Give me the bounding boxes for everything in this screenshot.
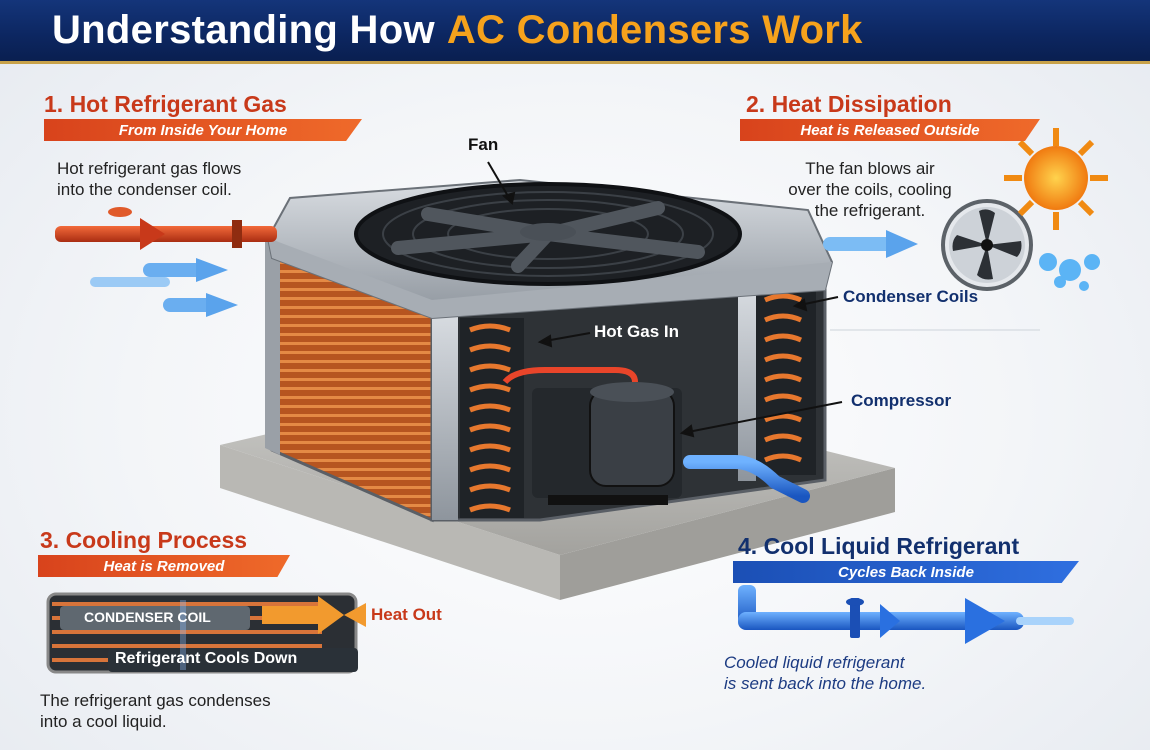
title-accent-text: AC Condensers Work [446, 8, 863, 52]
step3-description: The refrigerant gas condenses into a coo… [40, 690, 271, 732]
refrigerant-cools-label: Refrigerant Cools Down [115, 650, 298, 667]
step1-description: Hot refrigerant gas flows into the conde… [57, 158, 241, 200]
step4-title: 4. Cool Liquid Refrigerant [738, 533, 1020, 559]
coil-loops-right [763, 293, 803, 463]
step1-desc-line: into the condenser coil. [57, 180, 232, 199]
heat-out-label: Heat Out [371, 605, 442, 624]
step2-desc-line: the refrigerant. [814, 201, 926, 220]
leader-lines [487, 161, 843, 438]
step2-desc-line: The fan blows air [805, 159, 935, 178]
return-pipe [738, 585, 1074, 644]
fan-label: Fan [468, 135, 499, 154]
step3-ribbon: Heat is Removed [38, 555, 290, 577]
hot-gas-pipe [502, 367, 638, 385]
step2-description: The fan blows air over the coils, coolin… [760, 158, 980, 221]
step1-title: 1. Hot Refrigerant Gas [44, 91, 287, 117]
compressor [532, 382, 682, 505]
step1-desc-line: Hot refrigerant gas flows [57, 159, 242, 178]
left-coil-face [265, 240, 434, 523]
step2-ribbon: Heat is Released Outside [740, 119, 1040, 141]
step4-description: Cooled liquid refrigerant is sent back i… [724, 652, 926, 694]
airflow-arrow-right [823, 230, 918, 258]
fan-icon [941, 199, 1033, 291]
step3-desc-line: into a cool liquid. [40, 712, 167, 731]
step4-desc-line: Cooled liquid refrigerant [724, 653, 905, 672]
liquid-line-pipe [683, 455, 810, 503]
condenser-coils-label: Condenser Coils [843, 287, 979, 306]
step3-desc-line: The refrigerant gas condenses [40, 691, 271, 710]
hot-inlet-pipe [55, 207, 277, 250]
heat-out-arrow [262, 596, 366, 634]
step1-ribbon: From Inside Your Home [44, 119, 362, 141]
step2-title: 2. Heat Dissipation [746, 91, 952, 117]
step3-title: 3. Cooling Process [40, 527, 248, 553]
title-text: Understanding How [52, 8, 435, 52]
hot-gas-in-label: Hot Gas In [594, 322, 680, 341]
step4-desc-line: is sent back into the home. [724, 674, 927, 693]
fan-grille [354, 182, 742, 286]
sun-icon [1004, 128, 1108, 230]
condenser-coil-label: CONDENSER COIL [84, 609, 211, 625]
step2-desc-line: over the coils, cooling [788, 180, 952, 199]
airflow-arrows-left [90, 258, 238, 317]
water-splash-icon [1039, 253, 1100, 291]
compressor-label: Compressor [851, 391, 952, 410]
step4-ribbon: Cycles Back Inside [733, 561, 1079, 583]
coil-loops-left [469, 323, 511, 513]
title-banner: Understanding How AC Condensers Work [0, 0, 1150, 64]
